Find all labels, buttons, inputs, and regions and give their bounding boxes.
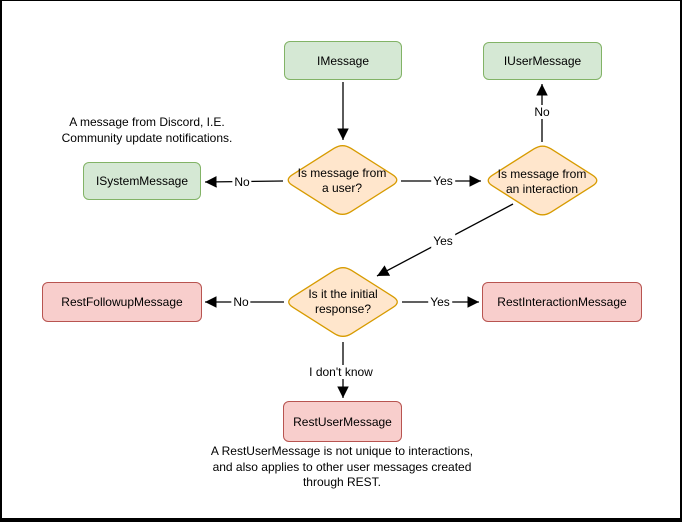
decision-initial-response-shape	[288, 267, 398, 337]
node-restusermessage: RestUserMessage	[283, 401, 402, 442]
edge-label-from-interaction-no: No	[532, 105, 552, 119]
edge-label-initial-yes: Yes	[428, 295, 452, 309]
edge-label-initial-i-dont-know: I don't know	[307, 365, 375, 379]
edge-label-from-user-yes: Yes	[431, 174, 455, 188]
note-rest-user-message: A RestUserMessage is not unique to inter…	[210, 444, 474, 489]
node-imessage: IMessage	[284, 41, 402, 80]
note-system-message: A message from Discord, I.E. Community u…	[61, 115, 233, 145]
edge-label-from-user-no: No	[232, 175, 252, 189]
edge-label-from-interaction-yes: Yes	[431, 234, 455, 248]
node-iusermessage: IUserMessage	[483, 42, 602, 80]
node-isystemmessage: ISystemMessage	[83, 162, 201, 200]
node-restinteractionmessage: RestInteractionMessage	[482, 282, 642, 322]
node-restfollowupmessage: RestFollowupMessage	[42, 282, 202, 322]
decision-from-interaction-shape	[487, 145, 598, 216]
decision-from-user-shape	[287, 145, 398, 215]
edge-label-initial-no: No	[231, 295, 251, 309]
